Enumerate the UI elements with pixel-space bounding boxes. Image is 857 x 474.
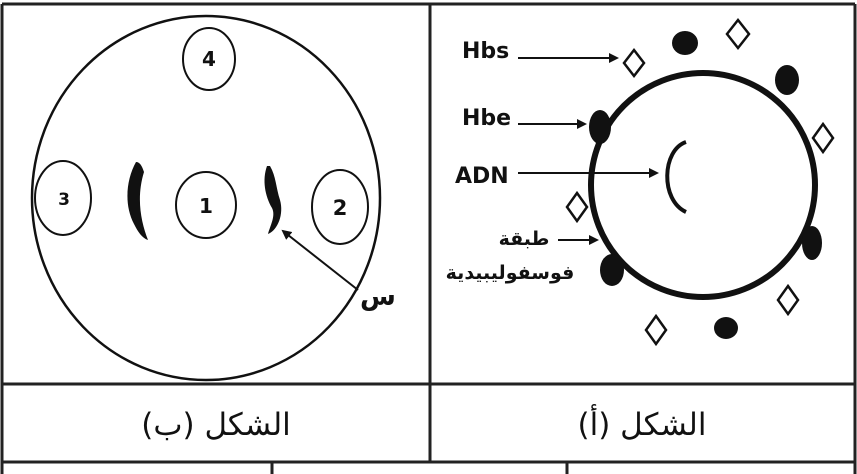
hbe-protein: [589, 110, 611, 144]
hbe-label: Hbe: [462, 106, 511, 131]
membrane-label-line1: طبقة: [499, 228, 550, 250]
hbs-antigen: [622, 47, 646, 79]
adn-label: ADN: [455, 164, 509, 189]
circle-1-number: 1: [199, 194, 213, 218]
figure-a-caption: الشكل (أ): [578, 404, 707, 443]
membrane-label-line2: فوسفوليبيدية: [446, 262, 575, 284]
figure-a-diagram: Hbs Hbe ADN طبقة فوسفوليبيدية: [446, 17, 835, 347]
hbs-antigen: [776, 283, 800, 317]
hbe-protein: [600, 254, 624, 286]
hbe-protein: [775, 65, 799, 95]
virus-envelope: [588, 70, 818, 300]
cell-outline: [30, 14, 382, 382]
hbs-antigen: [725, 17, 751, 51]
small-circle-3: [34, 160, 92, 236]
hbs-antigen: [565, 190, 589, 224]
hbe-protein: [802, 226, 822, 260]
chromosome-right: [264, 166, 282, 234]
circle-2-number: 2: [333, 196, 348, 220]
pointer-arrow: [281, 229, 359, 291]
small-circle-1: [175, 171, 237, 239]
circle-4-number: 4: [202, 47, 216, 71]
figure-b-caption: الشكل (ب): [141, 407, 291, 443]
hbs-label: Hbs: [462, 39, 509, 64]
hbe-protein: [714, 317, 738, 339]
chromosome-left: [127, 162, 148, 240]
small-circle-2: [311, 169, 369, 245]
hbs-antigen: [644, 313, 668, 347]
hbs-antigen: [811, 121, 835, 155]
hbe-protein: [672, 31, 698, 55]
adn-strand: [665, 140, 688, 214]
circle-3-number: 3: [58, 190, 70, 210]
pointer-label: س: [360, 282, 396, 312]
figure-b-diagram: 4 1 3 2 س: [30, 14, 396, 382]
small-circle-4: [182, 27, 236, 91]
